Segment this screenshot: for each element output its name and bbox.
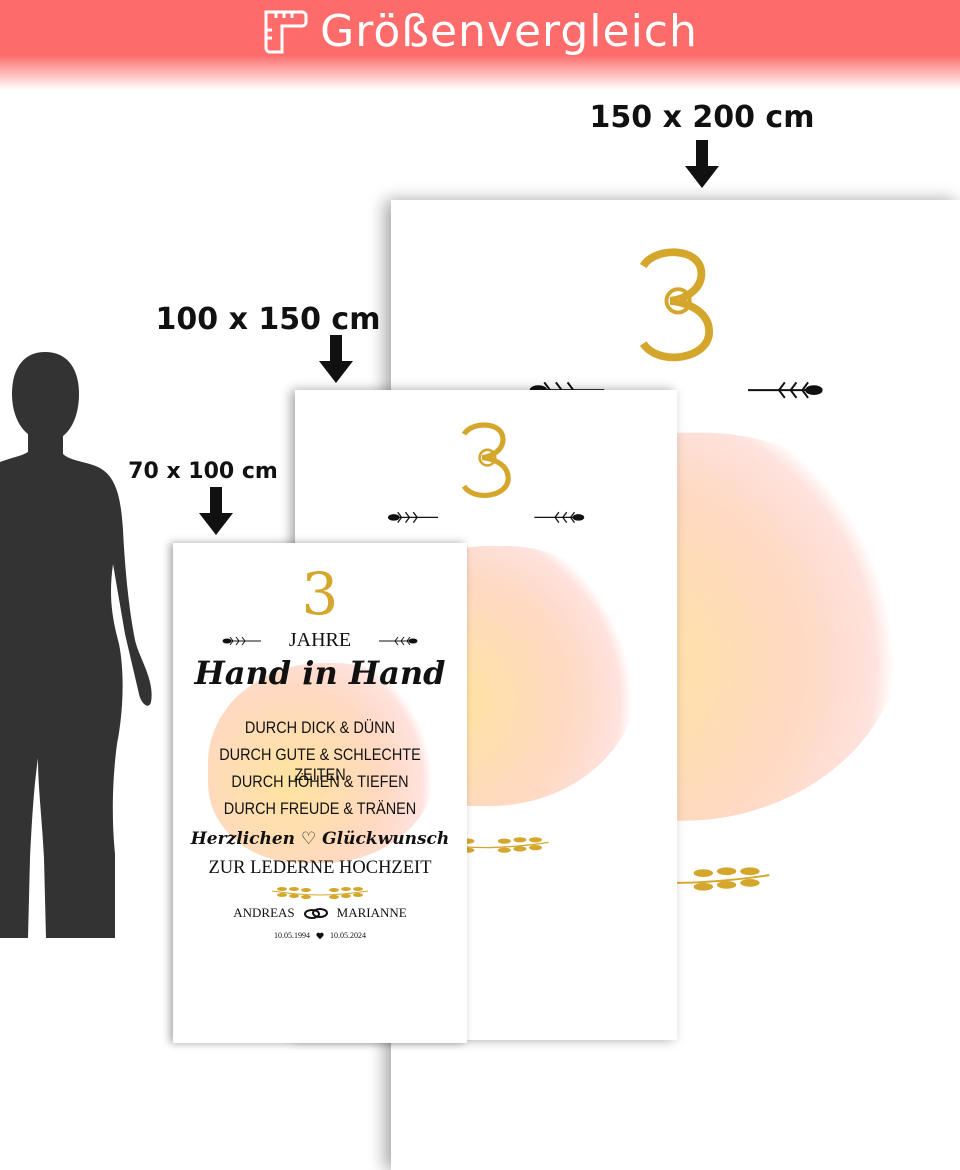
poster-occasion: ZUR LEDERNE HOCHZEIT	[208, 858, 432, 878]
sprig-icon	[747, 381, 823, 399]
poster-names: ANDREAS MARIANNE	[173, 905, 467, 921]
gold-number-three-icon	[461, 422, 511, 498]
sprig-icon	[222, 636, 261, 646]
size-label-medium: 100 x 150 cm	[155, 302, 381, 337]
woman-silhouette	[0, 352, 152, 938]
poster-line: DURCH HÖHEN & TIEFEN	[231, 772, 409, 791]
arrow-down-icon	[685, 140, 719, 188]
poster-dates: 10.05.1994 10.05.2024	[173, 931, 467, 940]
rings-icon	[303, 908, 328, 919]
poster-jahre-row: JAHRE	[173, 629, 467, 652]
poster-jahre: JAHRE	[288, 629, 352, 651]
poster-line: DURCH GUTE & SCHLECHTE ZEITEN	[219, 745, 421, 784]
arrow-down-icon	[319, 335, 353, 383]
name-1: ANDREAS	[233, 905, 295, 920]
sprig-icon	[379, 636, 418, 646]
header-title: Größenvergleich	[320, 6, 698, 57]
sprig-icon	[534, 511, 585, 523]
gold-number-three-icon	[639, 248, 714, 362]
poster-line: DURCH FREUDE & TRÄNEN	[223, 799, 417, 818]
date-2: 10.05.2024	[330, 931, 366, 940]
header-banner: Größenvergleich	[0, 0, 960, 90]
sprig-icon	[387, 511, 438, 523]
size-label-large: 150 x 200 cm	[589, 100, 815, 135]
poster-greeting: Herzlichen ♡ Glückwunsch	[190, 829, 450, 849]
watercolor-blob	[208, 663, 438, 863]
name-2: MARIANNE	[336, 905, 407, 920]
arrow-down-icon	[199, 487, 233, 535]
laurel-icon	[271, 887, 369, 899]
poster-number: 3	[301, 560, 339, 628]
date-1: 10.05.1994	[274, 931, 310, 940]
poster-line: DURCH DICK & DÜNN	[244, 718, 396, 737]
heart-icon	[316, 932, 324, 939]
size-label-small: 70 x 100 cm	[128, 459, 278, 484]
poster-title: Hand in Hand	[194, 654, 446, 692]
ruler-icon	[264, 10, 308, 53]
